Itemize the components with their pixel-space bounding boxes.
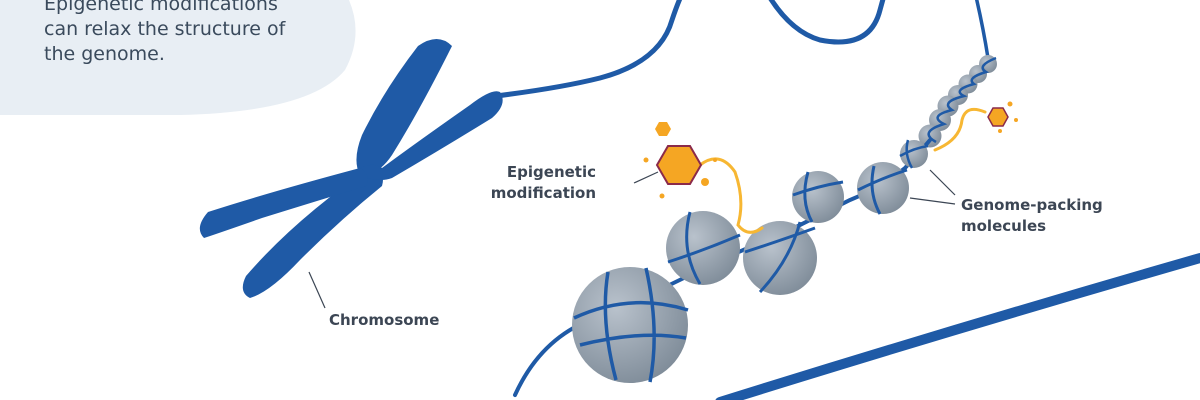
nucleosome-medium-1: [666, 211, 741, 285]
epigenetic-label-line-2: modification: [490, 184, 596, 202]
epigenetic-modification-label: Epigenetic modification: [478, 162, 596, 204]
caption-line-2: can relax the structure of: [44, 18, 286, 40]
epigenetic-modification-small-icon: [987, 101, 1018, 133]
nucleosome-medium-2: [743, 221, 817, 295]
genome-packing-leader-line-2: [909, 197, 956, 205]
caption-line-1: Epigenetic modifications: [44, 0, 278, 15]
dna-strand-upper: [493, 0, 683, 99]
chromosome-icon: [199, 39, 503, 298]
modification-tether-right: [933, 107, 987, 152]
genome-packing-leader-line: [929, 169, 956, 196]
genome-packing-label-line-2: molecules: [961, 217, 1047, 235]
caption-line-3: the genome.: [44, 43, 165, 65]
dna-strand-top-loop: [768, 0, 886, 45]
nucleosome-small-1: [792, 171, 844, 223]
caption-text: Epigenetic modifications can relax the s…: [44, 0, 285, 67]
chromosome-leader-line: [308, 271, 326, 309]
nucleosome-small-2: [857, 162, 909, 215]
nucleosome-small-3: [899, 139, 929, 169]
modification-tether-left: [698, 157, 764, 234]
dna-strand-straight: [715, 253, 1200, 400]
caption-bubble: [0, 0, 356, 115]
dna-strand-to-coil: [974, 0, 990, 60]
epigenetic-leader-line: [633, 171, 659, 184]
epigenetic-label-line-1: Epigenetic: [506, 163, 596, 181]
epigenetic-modification-icon: [643, 122, 717, 199]
chromosome-label: Chromosome: [329, 311, 440, 329]
nucleosome-large: [572, 267, 689, 383]
genome-packing-label-line-1: Genome-packing: [961, 196, 1103, 214]
coiled-chromatin: [918, 55, 997, 148]
genome-packing-label: Genome-packing molecules: [961, 195, 1103, 237]
